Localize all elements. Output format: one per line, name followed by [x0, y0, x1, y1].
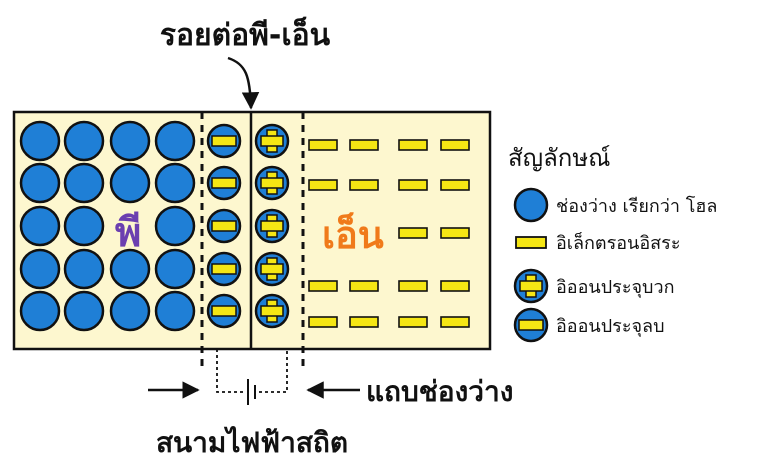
hole — [154, 290, 196, 332]
static-field-bracket — [216, 349, 288, 405]
hole — [109, 162, 151, 204]
free-electron — [308, 179, 338, 191]
depletion-region-label: แถบช่องว่าง — [366, 375, 513, 408]
positive-ion — [254, 208, 290, 244]
positive-ion — [254, 251, 290, 287]
free-electron — [349, 179, 379, 191]
legend-electron-label: อิเล็กตรอนอิสระ — [556, 231, 681, 254]
free-electron — [308, 316, 338, 328]
legend-positive-ion-label: อิออนประจุบวก — [556, 277, 674, 298]
hole — [63, 248, 105, 290]
hole — [154, 248, 196, 290]
hole — [19, 205, 61, 247]
title-pointer-arrow — [227, 56, 260, 110]
hole — [109, 290, 151, 332]
hole — [63, 162, 105, 204]
n-region-electrons — [308, 139, 470, 328]
legend-negative-ion-icon — [513, 307, 549, 343]
free-electron — [440, 316, 470, 328]
p-region-label: พี — [115, 210, 141, 256]
hole — [109, 248, 151, 290]
diagram-title: รอยต่อพี-เอ็น — [160, 16, 331, 53]
free-electron — [398, 227, 428, 239]
p-region-holes — [19, 120, 196, 332]
negative-ion — [206, 251, 242, 287]
positive-ion — [254, 293, 290, 329]
depletion-ions — [206, 123, 290, 329]
hole — [63, 120, 105, 162]
legend-hole-label: ช่องว่าง เรียกว่า โฮล — [556, 195, 717, 217]
hole — [63, 205, 105, 247]
legend-electron-icon — [515, 236, 547, 249]
hole — [109, 120, 151, 162]
free-electron — [398, 139, 428, 151]
hole — [154, 120, 196, 162]
negative-ion — [206, 208, 242, 244]
negative-ion — [206, 293, 242, 329]
positive-ion — [254, 123, 290, 159]
free-electron — [349, 280, 379, 292]
hole — [154, 205, 196, 247]
legend-hole-icon — [513, 187, 549, 223]
static-field-label: สนามไฟฟ้าสถิต — [156, 426, 348, 459]
free-electron — [398, 179, 428, 191]
n-region-label: เอ็น — [322, 212, 384, 257]
free-electron — [440, 280, 470, 292]
hole — [19, 290, 61, 332]
hole — [154, 162, 196, 204]
free-electron — [349, 139, 379, 151]
hole — [19, 120, 61, 162]
free-electron — [398, 280, 428, 292]
free-electron — [440, 179, 470, 191]
hole — [19, 162, 61, 204]
free-electron — [398, 316, 428, 328]
hole — [19, 248, 61, 290]
negative-ion — [206, 165, 242, 201]
legend-heading: สัญลักษณ์ — [508, 144, 610, 172]
free-electron — [440, 227, 470, 239]
positive-ion — [254, 165, 290, 201]
free-electron — [349, 316, 379, 328]
negative-ion — [206, 123, 242, 159]
free-electron — [308, 139, 338, 151]
legend-negative-ion-label: อิออนประจุลบ — [556, 316, 665, 337]
hole — [63, 290, 105, 332]
free-electron — [308, 280, 338, 292]
legend-positive-ion-icon — [513, 268, 549, 304]
free-electron — [440, 139, 470, 151]
